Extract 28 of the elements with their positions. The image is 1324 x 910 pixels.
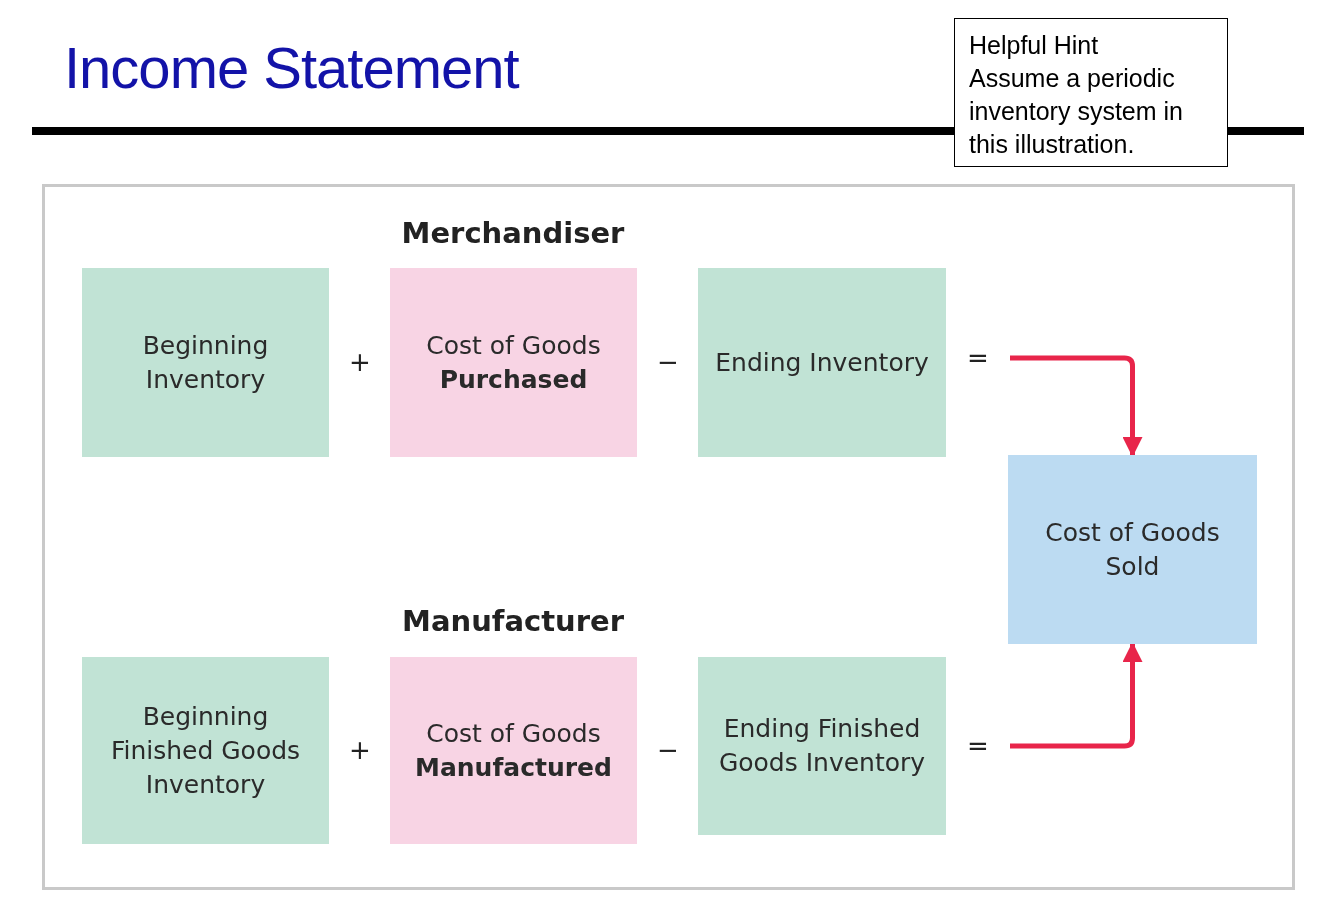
process-box xyxy=(82,268,329,457)
operator-sign: = xyxy=(967,731,989,761)
section-heading: Manufacturer xyxy=(402,604,624,638)
arrow xyxy=(1010,355,1143,457)
page-title: Income Statement xyxy=(64,34,519,101)
section-heading: Merchandiser xyxy=(401,216,625,250)
process-box xyxy=(1008,455,1257,644)
process-box xyxy=(82,657,329,844)
arrow xyxy=(1010,642,1143,749)
box-label: Cost of Goods Sold xyxy=(1044,516,1221,583)
operator-sign: − xyxy=(657,347,679,377)
hint-text: Assume a periodic inventory system in this illustration. xyxy=(969,63,1184,160)
operator-sign: − xyxy=(657,735,679,765)
process-box xyxy=(390,657,637,844)
operator-sign: + xyxy=(349,347,371,377)
box-label: Beginning Finished Goods Inventory xyxy=(109,700,302,801)
process-box xyxy=(390,268,637,457)
box-label: Ending Inventory xyxy=(715,346,929,379)
box-label: Ending Finished Goods Inventory xyxy=(717,713,927,779)
process-box xyxy=(698,657,946,835)
hint-box xyxy=(954,18,1228,167)
process-box xyxy=(698,268,946,457)
box-label: Beginning Inventory xyxy=(141,329,270,396)
operator-sign: = xyxy=(967,343,989,373)
box-label: Cost of Goods Purchased xyxy=(425,329,602,396)
box-label: Cost of Goods Manufactured xyxy=(414,717,613,784)
operator-sign: + xyxy=(349,735,371,765)
hint-heading: Helpful Hint xyxy=(969,30,1099,61)
